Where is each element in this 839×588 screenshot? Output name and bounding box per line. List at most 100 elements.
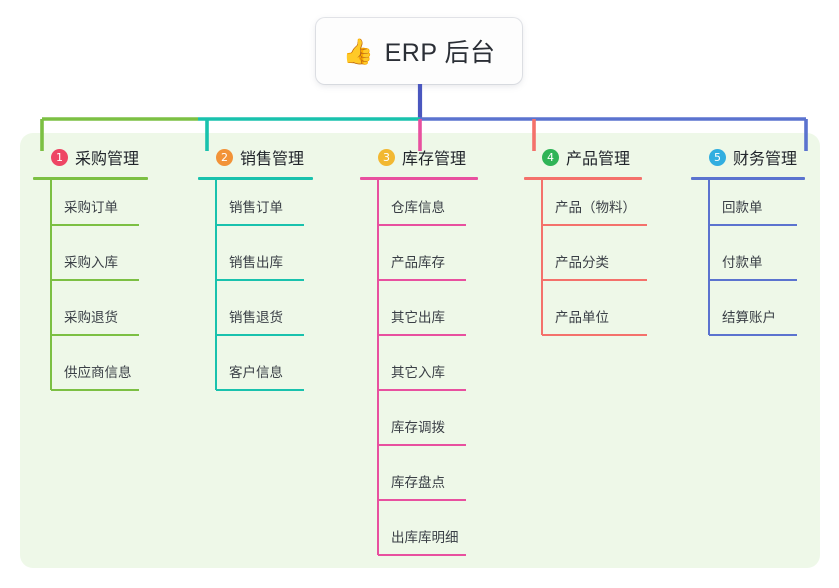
- column-header-1[interactable]: 1 采购管理: [33, 146, 148, 168]
- list-item-rule: [51, 279, 139, 281]
- list-item-label: 销售退货: [229, 310, 283, 325]
- list-item-rule: [51, 389, 139, 391]
- column-items-list: 采购订单采购入库采购退货供应商信息: [33, 180, 148, 400]
- list-item[interactable]: 销售订单: [198, 180, 313, 235]
- page-title: ERP 后台: [384, 39, 496, 67]
- list-item-rule: [378, 499, 466, 501]
- list-item-rule: [216, 389, 304, 391]
- column-title: 库存管理: [402, 151, 467, 168]
- list-item[interactable]: 客户信息: [198, 345, 313, 400]
- list-item-label: 产品库存: [391, 255, 445, 270]
- column-title: 产品管理: [566, 151, 631, 168]
- list-item-label: 其它出库: [391, 310, 445, 325]
- column-number-badge: 2: [216, 148, 233, 166]
- list-item-label: 其它入库: [391, 365, 445, 380]
- list-item[interactable]: 产品分类: [524, 235, 647, 290]
- column-spine-line: [215, 180, 217, 390]
- column-number-badge: 5: [709, 148, 726, 166]
- list-item-rule: [378, 279, 466, 281]
- list-item-rule: [216, 224, 304, 226]
- list-item[interactable]: 采购订单: [33, 180, 148, 235]
- list-item-label: 供应商信息: [64, 365, 132, 380]
- list-item[interactable]: 产品（物料）: [524, 180, 647, 235]
- list-item[interactable]: 供应商信息: [33, 345, 148, 400]
- list-item[interactable]: 销售出库: [198, 235, 313, 290]
- list-item-rule: [378, 224, 466, 226]
- list-item-label: 库存盘点: [391, 475, 445, 490]
- column-3: 3 库存管理仓库信息产品库存其它出库其它入库库存调拨库存盘点出库库明细: [360, 146, 478, 565]
- column-title: 销售管理: [240, 151, 305, 168]
- list-item[interactable]: 结算账户: [691, 290, 805, 345]
- column-number-badge: 3: [378, 148, 395, 166]
- column-items-list: 仓库信息产品库存其它出库其它入库库存调拨库存盘点出库库明细: [360, 180, 478, 565]
- column-spine-line: [708, 180, 710, 335]
- list-item[interactable]: 回款单: [691, 180, 805, 235]
- list-item-label: 仓库信息: [391, 200, 445, 215]
- list-item-label: 出库库明细: [391, 530, 459, 545]
- list-item[interactable]: 库存调拨: [360, 400, 478, 455]
- list-item[interactable]: 付款单: [691, 235, 805, 290]
- column-items-list: 回款单付款单结算账户: [691, 180, 805, 345]
- list-item[interactable]: 销售退货: [198, 290, 313, 345]
- column-header-rule: [524, 177, 642, 180]
- list-item-rule: [709, 224, 797, 226]
- column-spine-line: [541, 180, 543, 335]
- list-item-label: 客户信息: [229, 365, 283, 380]
- column-header-rule: [33, 177, 148, 180]
- column-header-rule: [691, 177, 805, 180]
- list-item[interactable]: 产品库存: [360, 235, 478, 290]
- column-5: 5 财务管理回款单付款单结算账户: [691, 146, 805, 345]
- column-header-5[interactable]: 5 财务管理: [691, 146, 805, 168]
- column-header-rule: [360, 177, 478, 180]
- column-header-2[interactable]: 2 销售管理: [198, 146, 313, 168]
- list-item-rule: [51, 224, 139, 226]
- root-node-card[interactable]: 👍 ERP 后台: [316, 18, 522, 84]
- column-number-badge: 1: [51, 148, 68, 166]
- column-items-list: 销售订单销售出库销售退货客户信息: [198, 180, 313, 400]
- list-item-rule: [51, 334, 139, 336]
- list-item-rule: [542, 334, 647, 336]
- list-item-label: 采购订单: [64, 200, 118, 215]
- list-item-label: 回款单: [722, 200, 763, 215]
- column-spine-line: [377, 180, 379, 555]
- list-item[interactable]: 库存盘点: [360, 455, 478, 510]
- mindmap-panel: [20, 133, 820, 568]
- list-item[interactable]: 出库库明细: [360, 510, 478, 565]
- column-header-4[interactable]: 4 产品管理: [524, 146, 642, 168]
- column-title: 财务管理: [733, 151, 798, 168]
- column-number-badge: 4: [542, 148, 559, 166]
- list-item[interactable]: 采购退货: [33, 290, 148, 345]
- list-item[interactable]: 仓库信息: [360, 180, 478, 235]
- list-item-label: 采购退货: [64, 310, 118, 325]
- list-item-rule: [378, 389, 466, 391]
- list-item-rule: [542, 279, 647, 281]
- column-header-3[interactable]: 3 库存管理: [360, 146, 478, 168]
- column-title: 采购管理: [75, 151, 140, 168]
- list-item-rule: [378, 444, 466, 446]
- list-item-label: 销售出库: [229, 255, 283, 270]
- list-item-label: 结算账户: [722, 310, 776, 325]
- column-1: 1 采购管理采购订单采购入库采购退货供应商信息: [33, 146, 148, 400]
- list-item[interactable]: 其它出库: [360, 290, 478, 345]
- column-spine-line: [50, 180, 52, 390]
- list-item-rule: [378, 334, 466, 336]
- list-item[interactable]: 采购入库: [33, 235, 148, 290]
- column-2: 2 销售管理销售订单销售出库销售退货客户信息: [198, 146, 313, 400]
- column-4: 4 产品管理产品（物料） 产品分类产品单位: [524, 146, 647, 345]
- list-item-rule: [378, 554, 466, 556]
- list-item-label: 产品单位: [555, 310, 609, 325]
- list-item-label: 产品分类: [555, 255, 609, 270]
- column-items-list: 产品（物料） 产品分类产品单位: [524, 180, 647, 345]
- list-item-label: 产品（物料）: [555, 200, 636, 215]
- list-item-rule: [709, 334, 797, 336]
- list-item-label: 销售订单: [229, 200, 283, 215]
- list-item-label: 付款单: [722, 255, 763, 270]
- list-item-label: 采购入库: [64, 255, 118, 270]
- list-item[interactable]: 产品单位: [524, 290, 647, 345]
- list-item-label: 库存调拨: [391, 420, 445, 435]
- list-item-rule: [709, 279, 797, 281]
- column-header-rule: [198, 177, 313, 180]
- list-item[interactable]: 其它入库: [360, 345, 478, 400]
- list-item-rule: [216, 334, 304, 336]
- thumbs-up-icon: 👍: [342, 37, 374, 66]
